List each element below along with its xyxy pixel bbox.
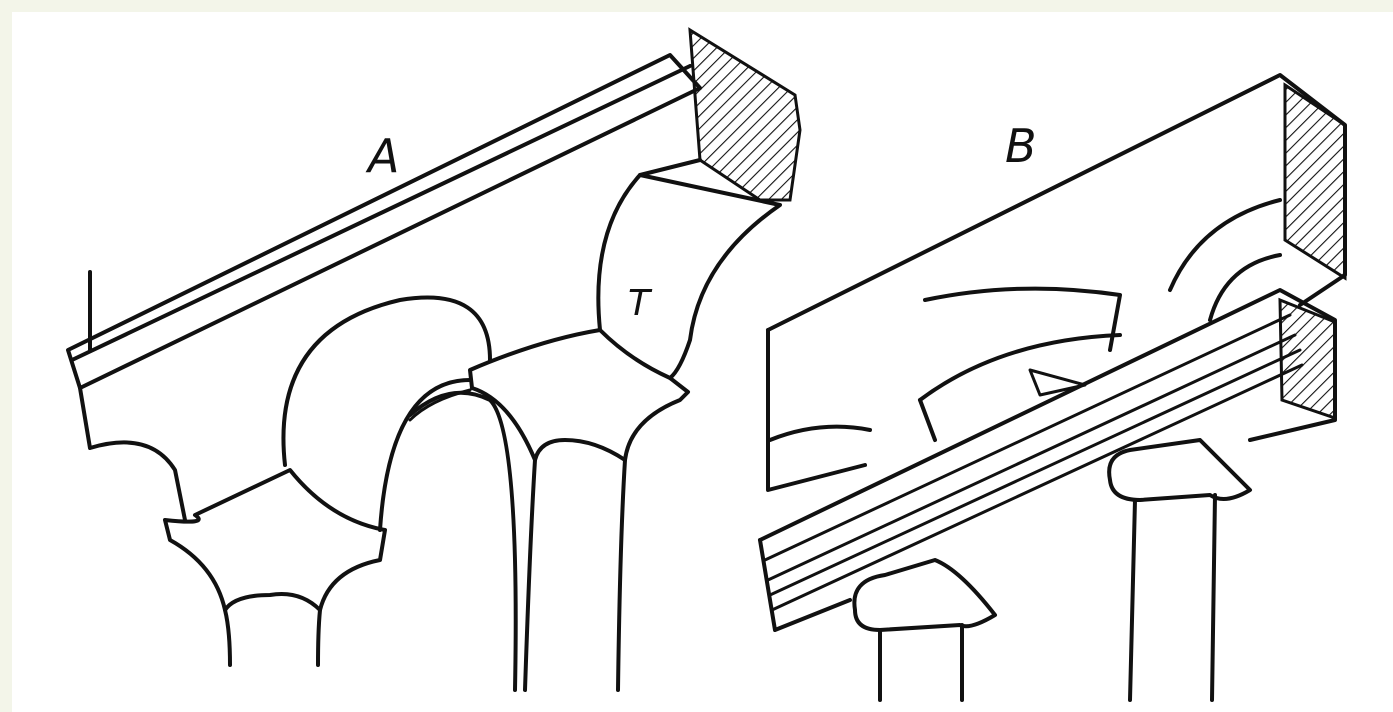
figure-a-impost-middle [468,328,690,462]
figure-b-arch-mid-2 [918,286,1122,442]
figure-a-arcade [66,27,802,692]
figure-a-wall-left [78,386,187,522]
figure-a-hatched-section [688,27,802,202]
figure-a-arch-1 [281,295,492,467]
figure-a-arch-2 [378,378,472,532]
figure-b-wall-left-edge [766,328,867,492]
figure-b-fascia-1 [763,313,1292,562]
figure-b-arch-right [1168,198,1282,322]
diagram-frame: A B T [12,12,1393,712]
figure-a-column-left-1 [223,608,232,667]
figure-b-fascia-3 [768,348,1302,597]
figure-b-arch-left [768,424,872,442]
figure-b-beam [758,288,1337,542]
figure-a-cornice-line [70,64,692,362]
figure-b-hatched-top [1283,82,1347,281]
figure-b-architrave [758,73,1347,702]
figure-b-capital-right [1107,438,1252,502]
architecture-diagram: A B T [66,27,1347,702]
label-a: A [365,129,399,183]
figure-b-fascia-2 [766,333,1297,582]
figure-b-arch-wedge [1028,368,1087,397]
figure-b-column-right-1 [1128,498,1137,702]
figure-a-column-mid-2 [616,458,627,692]
figure-b-fascia-4 [770,363,1304,612]
label-t: T [628,283,653,324]
figure-a-column-left-2 [316,608,322,667]
figure-b-wall [766,73,1347,332]
figure-b-capital-left [852,558,997,632]
figure-a-impost-left [163,468,387,612]
figure-b-hatched-beam [1278,297,1337,421]
figure-a-column-mid-1 [523,458,537,692]
label-b: B [1005,119,1037,173]
figure-a-voussoir-top [638,158,702,177]
figure-a-arch-3-inner [408,388,472,422]
figure-b-column-right-2 [1210,493,1217,702]
figure-a-arch-3 [408,390,518,692]
figure-b-beam-bottom [758,538,852,632]
figure-b-arch-mid [918,333,1122,402]
figure-a-voussoir-t [596,173,782,380]
